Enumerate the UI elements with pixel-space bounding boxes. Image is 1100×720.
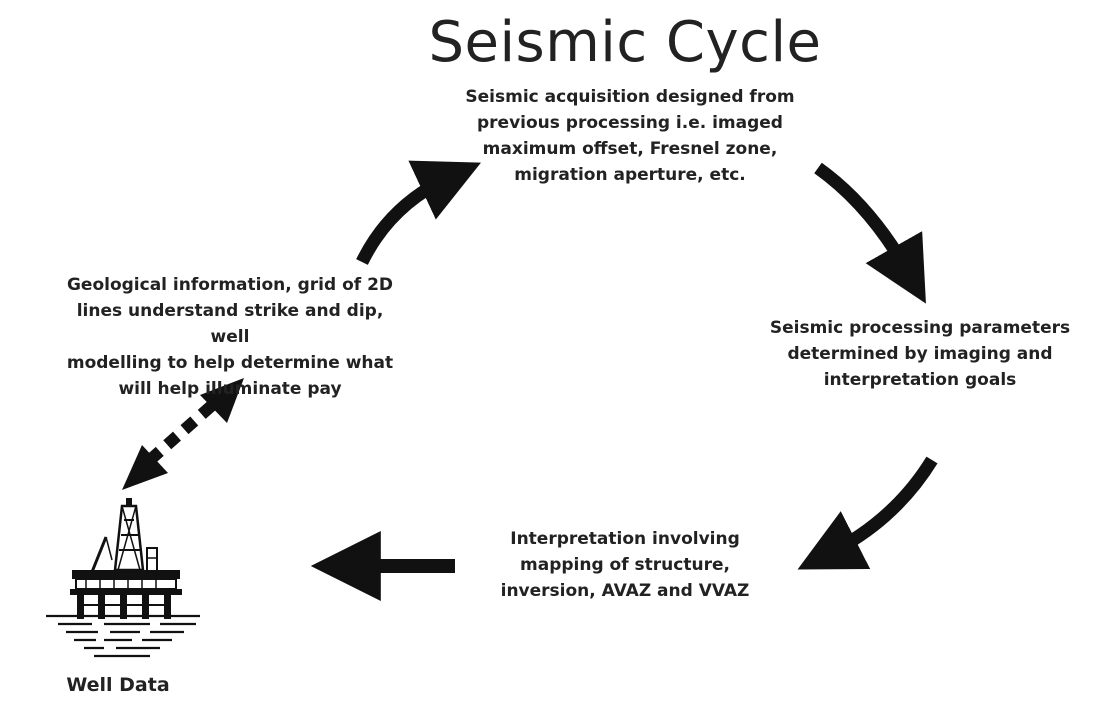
node-geological-information: Geological information, grid of 2D lines… — [66, 275, 394, 399]
node-interpretation: Interpretation involving mapping of stru… — [500, 529, 750, 601]
well-data-label: Well Data — [66, 674, 170, 696]
node-seismic-acquisition: Seismic acquisition designed from previo… — [465, 87, 795, 185]
arrowhead-down — [122, 445, 168, 490]
arrow-processing-to-interpretation — [797, 456, 938, 570]
arrow-acquisition-to-processing — [814, 162, 926, 304]
arrow-geo-to-acquisition — [356, 160, 481, 265]
dotted-double-arrow-well-geological — [122, 378, 244, 490]
water-waves — [46, 614, 200, 658]
offshore-oil-platform-icon — [46, 498, 200, 658]
node-seismic-processing: Seismic processing parameters determined… — [769, 318, 1071, 390]
arrowhead-up — [200, 378, 244, 423]
diagram-title: Seismic Cycle — [428, 10, 822, 75]
